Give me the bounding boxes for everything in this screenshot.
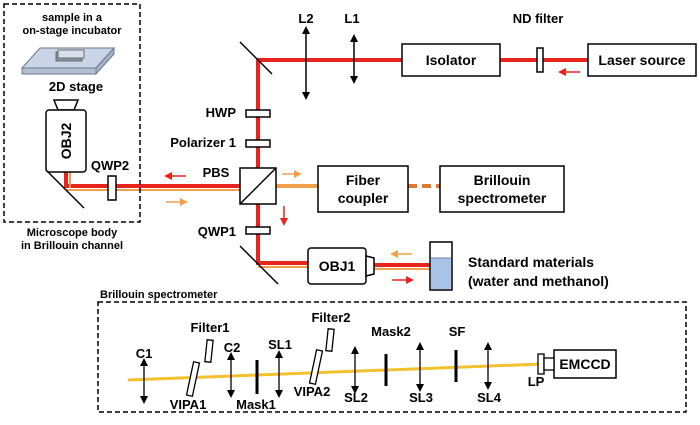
pbs [239, 167, 277, 205]
isolator-label: Isolator [426, 52, 477, 68]
qwp1 [245, 226, 271, 235]
lp-label: LP [528, 374, 545, 389]
pbs-label: PBS [203, 165, 230, 180]
microscope-box [3, 3, 141, 223]
mask1-label: Mask1 [236, 397, 276, 412]
emccd [553, 349, 617, 379]
l1-label: L1 [344, 11, 359, 26]
brillouin-label-1: Brillouin [474, 172, 531, 188]
hwp [245, 109, 271, 118]
standard-label-1: Standard materials [468, 254, 594, 270]
brillouin-spectrometer-box [439, 165, 565, 213]
qwp2 [107, 175, 117, 201]
microscope-label-1: Microscope body [27, 227, 118, 239]
filter1-label: Filter1 [190, 320, 229, 335]
beam-direction-arrows [164, 68, 580, 284]
sl3-label: SL3 [409, 390, 433, 405]
isolator [401, 43, 501, 77]
c1-label: C1 [136, 346, 153, 361]
laser-source [587, 43, 697, 77]
microscope-label-2: in Brillouin channel [21, 240, 123, 252]
svg-text:OBJ2: OBJ2 [58, 123, 74, 160]
qwp2-label: QWP2 [91, 158, 129, 173]
sample-label-1: sample in a [42, 12, 103, 24]
c2-label: C2 [224, 340, 241, 355]
spectrometer-box [97, 301, 687, 413]
polarizer-1-label: Polarizer 1 [170, 135, 236, 150]
stage-icon [20, 46, 116, 76]
standard-label-2: (water and methanol) [468, 273, 609, 289]
filter2 [325, 328, 335, 352]
mirrors [45, 41, 279, 285]
beam-paths [64, 58, 590, 270]
sf-label: SF [449, 324, 466, 339]
lp-filter [537, 353, 545, 375]
vipa2-label: VIPA2 [294, 384, 331, 399]
obj2: OBJ2 [45, 99, 87, 173]
vipa1-label: VIPA1 [170, 397, 207, 412]
sl2-label: SL2 [344, 390, 368, 405]
obj1 [307, 247, 375, 285]
mirror-bottom [239, 245, 279, 285]
spectrometer-title: Brillouin spectrometer [100, 289, 218, 301]
sl4-label: SL4 [477, 390, 502, 405]
filter1 [204, 339, 214, 363]
filter2-label: Filter2 [311, 310, 350, 325]
brillouin-label-2: spectrometer [458, 190, 547, 206]
qwp1-label: QWP1 [198, 224, 236, 239]
nd-filter-label: ND filter [513, 11, 564, 26]
cuvette [429, 241, 453, 291]
mirror-microscope [45, 169, 85, 209]
fiber-coupler [317, 165, 409, 213]
sl1-label: SL1 [268, 337, 292, 352]
obj1-label: OBJ1 [319, 258, 356, 274]
fiber-label-2: coupler [338, 190, 389, 206]
mask2-label: Mask2 [371, 324, 411, 339]
sample-label-2: on-stage incubator [22, 25, 122, 37]
vipa1 [185, 360, 201, 398]
hwp-label: HWP [206, 105, 237, 120]
stage-label: 2D stage [49, 79, 103, 94]
mirror-top [239, 41, 273, 75]
emccd-label: EMCCD [559, 356, 610, 372]
l2-label: L2 [298, 11, 313, 26]
polarizer-1 [245, 139, 271, 148]
laser-source-label: Laser source [598, 52, 685, 68]
vipa2 [308, 348, 324, 386]
nd-filter [536, 47, 544, 73]
fiber-label-1: Fiber [346, 172, 381, 188]
